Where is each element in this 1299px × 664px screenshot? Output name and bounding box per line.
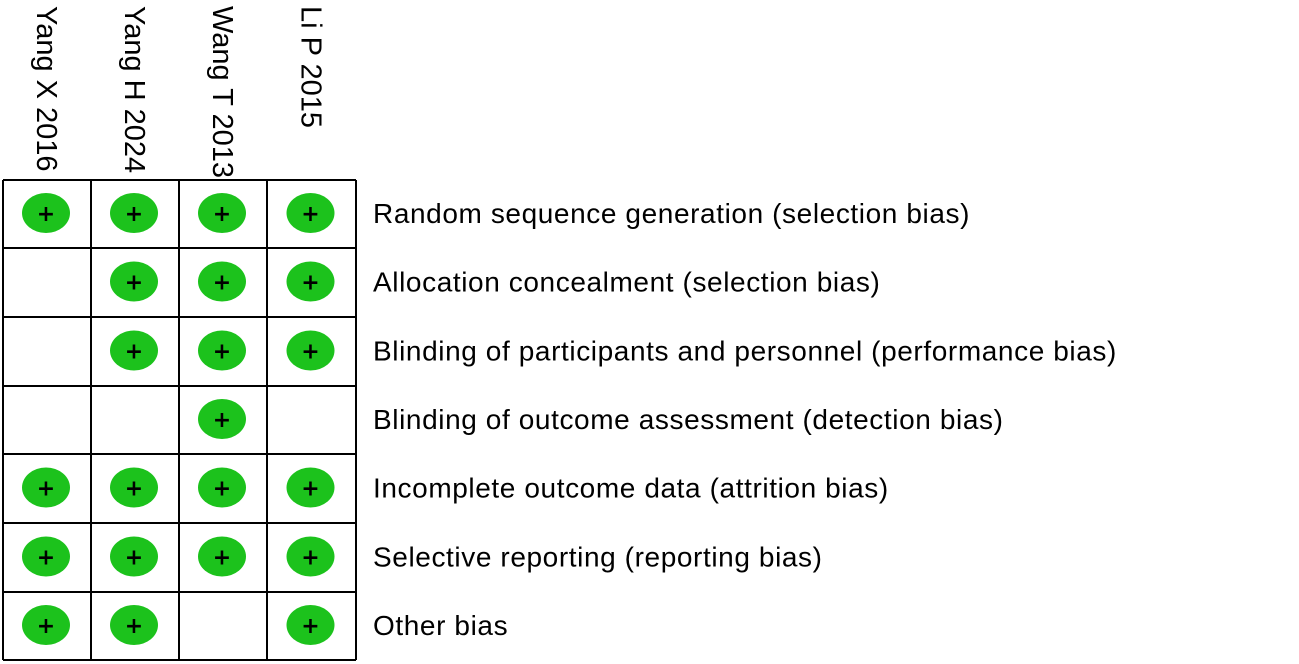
- judgement-low-risk: +: [198, 536, 246, 577]
- plus-icon: +: [301, 202, 319, 227]
- judgement-low-risk: +: [22, 605, 70, 645]
- plus-icon: +: [301, 546, 319, 571]
- low-risk-dot: [198, 261, 246, 302]
- domain-label: Incomplete outcome data (attrition bias): [373, 473, 889, 504]
- plus-icon: +: [125, 546, 143, 571]
- plus-icon: +: [213, 408, 231, 433]
- low-risk-dot: [286, 536, 335, 577]
- low-risk-dot: [22, 536, 70, 577]
- low-risk-dot: [198, 399, 246, 439]
- judgement-low-risk: +: [110, 536, 158, 577]
- judgement-low-risk: +: [286, 330, 335, 371]
- domain-label: Selective reporting (reporting bias): [373, 542, 823, 573]
- study-label: Li P 2015: [295, 6, 327, 128]
- low-risk-dot: [110, 261, 158, 302]
- judgement-low-risk: +: [286, 467, 335, 508]
- plus-icon: +: [125, 477, 143, 502]
- judgement-low-risk: +: [198, 467, 246, 508]
- plus-icon: +: [213, 340, 231, 365]
- judgement-grid: [2, 179, 357, 661]
- low-risk-dot: [110, 193, 158, 233]
- study-label: Wang T 2013: [206, 6, 238, 178]
- judgement-low-risk: +: [198, 193, 246, 233]
- judgement-low-risk: +: [198, 261, 246, 302]
- low-risk-dot: [286, 467, 335, 508]
- domain-label: Blinding of participants and personnel (…: [373, 336, 1117, 367]
- judgement-low-risk: +: [286, 193, 335, 233]
- judgement-low-risk: +: [110, 193, 158, 233]
- plus-icon: +: [301, 340, 319, 365]
- low-risk-dot: [110, 536, 158, 577]
- plus-icon: +: [125, 271, 143, 296]
- low-risk-dot: [286, 261, 335, 302]
- plus-icon: +: [301, 477, 319, 502]
- plus-icon: +: [125, 340, 143, 365]
- plus-icon: +: [37, 477, 55, 502]
- judgement-low-risk: +: [286, 261, 335, 302]
- low-risk-dot: [22, 193, 70, 233]
- judgement-low-risk: +: [110, 467, 158, 508]
- judgement-low-risk: +: [22, 193, 70, 233]
- judgement-low-risk: +: [110, 605, 158, 645]
- plus-icon: +: [213, 477, 231, 502]
- low-risk-dot: [110, 605, 158, 645]
- low-risk-dot: [22, 467, 70, 508]
- plus-icon: +: [125, 614, 143, 639]
- low-risk-dot: [198, 330, 246, 371]
- plus-icon: +: [213, 546, 231, 571]
- plus-icon: +: [125, 202, 143, 227]
- judgement-low-risk: +: [198, 399, 246, 439]
- plus-icon: +: [213, 202, 231, 227]
- domain-label: Random sequence generation (selection bi…: [373, 198, 970, 229]
- domain-label: Other bias: [373, 610, 508, 641]
- judgement-low-risk: +: [286, 536, 335, 577]
- low-risk-dot: [198, 536, 246, 577]
- domain-label: Blinding of outcome assessment (detectio…: [373, 404, 1004, 435]
- judgement-low-risk: +: [286, 605, 335, 645]
- judgement-low-risk: +: [22, 467, 70, 508]
- study-labels: Yang X 2016 Yang H 2024 Wang T 2013 Li P 20…: [30, 6, 327, 178]
- judgement-low-risk: +: [110, 261, 158, 302]
- judgement-low-risk: +: [110, 330, 158, 371]
- study-label: Yang H 2024: [118, 6, 150, 173]
- low-risk-dot: [198, 467, 246, 508]
- domain-labels: Random sequence generation (selection bi…: [373, 198, 1117, 641]
- plus-icon: +: [37, 202, 55, 227]
- domain-label: Allocation concealment (selection bias): [373, 267, 880, 298]
- judgement-low-risk: +: [22, 536, 70, 577]
- low-risk-dot: [286, 330, 335, 371]
- study-label: Yang X 2016: [30, 6, 62, 172]
- plus-icon: +: [301, 271, 319, 296]
- plus-icon: +: [37, 546, 55, 571]
- low-risk-dot: [286, 193, 335, 233]
- low-risk-dot: [198, 193, 246, 233]
- low-risk-dot: [286, 605, 335, 645]
- plus-icon: +: [301, 614, 319, 639]
- plus-icon: +: [37, 614, 55, 639]
- judgement-low-risk: +: [198, 330, 246, 371]
- plus-icon: +: [213, 271, 231, 296]
- low-risk-dot: [110, 330, 158, 371]
- low-risk-dot: [22, 605, 70, 645]
- low-risk-dot: [110, 467, 158, 508]
- judgement-cells: + + + + + + + + + + + + + + + + + + + + + +: [22, 193, 335, 645]
